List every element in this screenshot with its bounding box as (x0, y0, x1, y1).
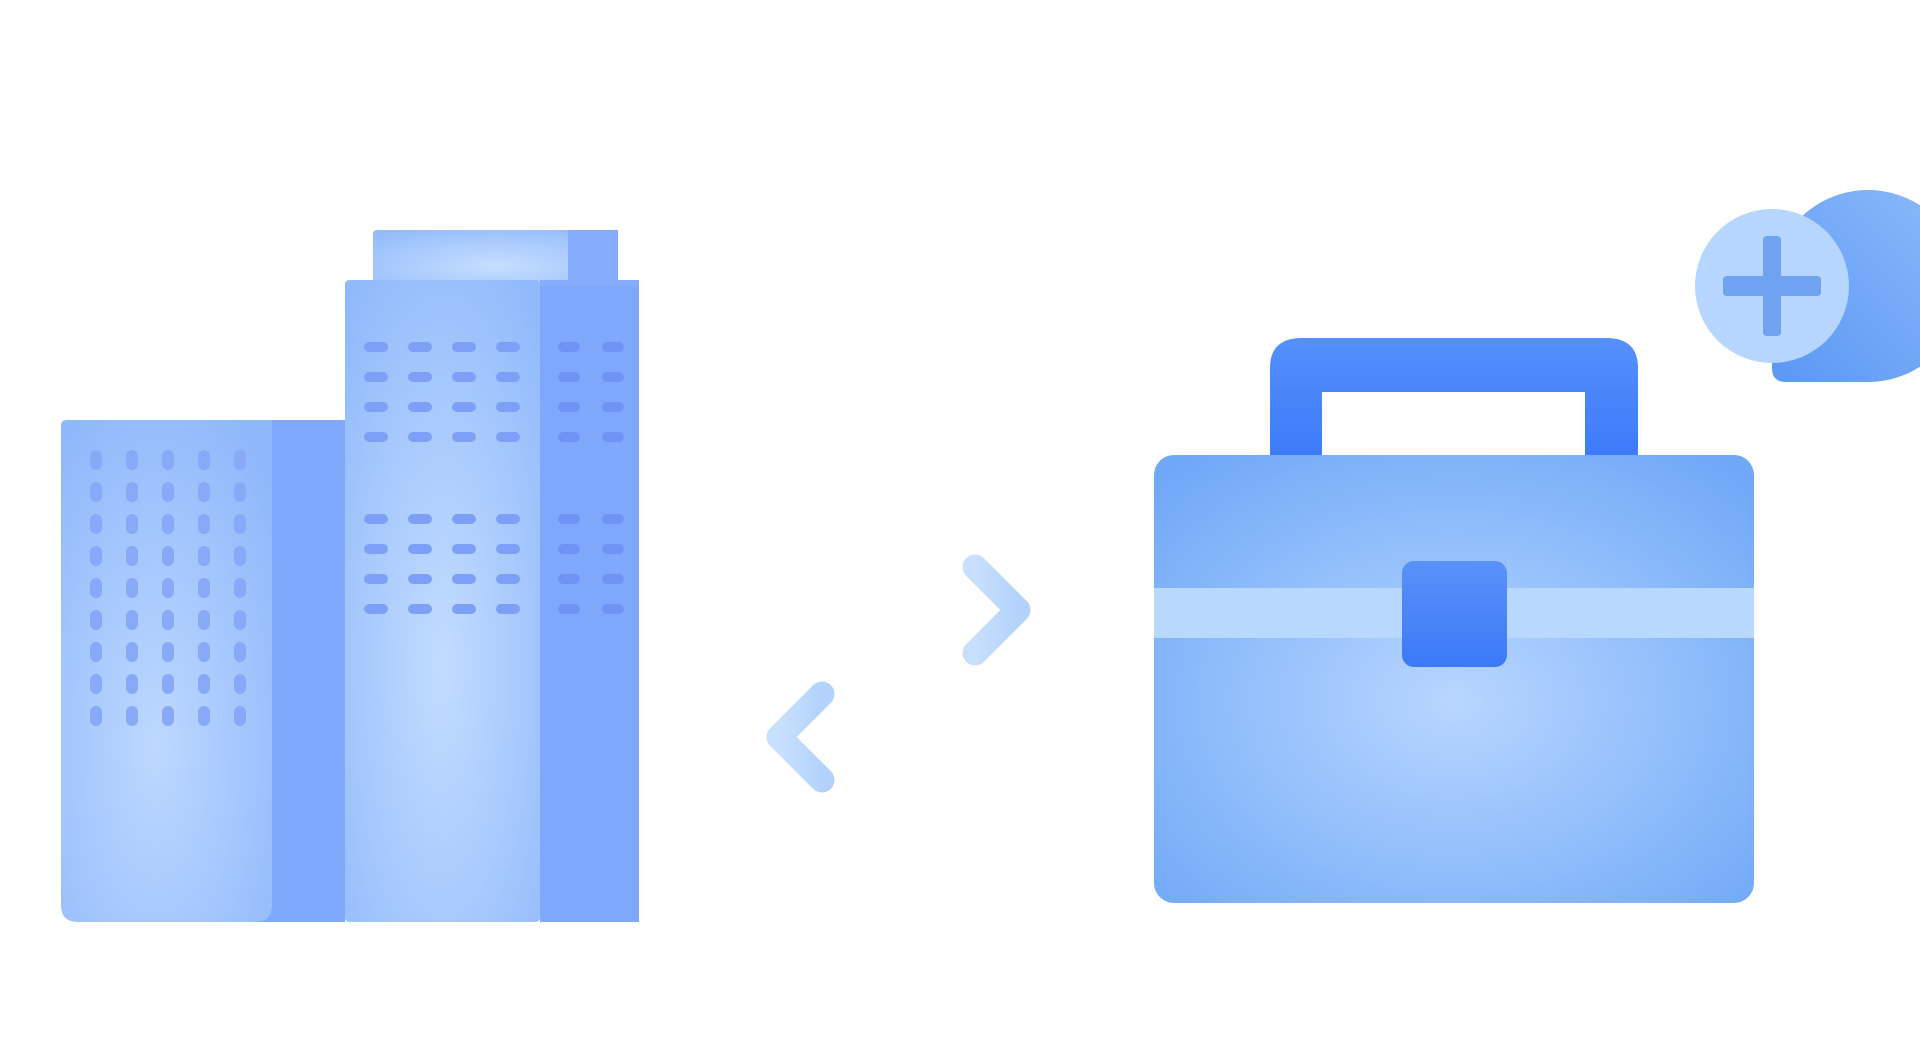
add-plus-badge-icon (1695, 190, 1920, 382)
arrow-right-icon (771, 554, 1031, 666)
left-building-front (61, 420, 272, 922)
office-buildings-icon (61, 230, 639, 922)
top-annex-front (373, 230, 618, 290)
exchange-arrows-icon (766, 554, 1031, 793)
tall-building-side-windows (558, 342, 624, 614)
tall-building-front (345, 280, 540, 922)
tall-building-side (540, 280, 639, 922)
briefcase-clasp (1402, 561, 1507, 667)
briefcase-icon (1154, 338, 1754, 903)
left-building-windows (90, 450, 246, 726)
arrow-left-icon (766, 681, 1027, 793)
briefcase-handle (1270, 338, 1638, 470)
tall-building-windows (364, 342, 520, 614)
briefcase-body (1154, 455, 1754, 903)
plus-icon (1723, 236, 1821, 336)
tall-building-roof-edge (540, 280, 639, 286)
